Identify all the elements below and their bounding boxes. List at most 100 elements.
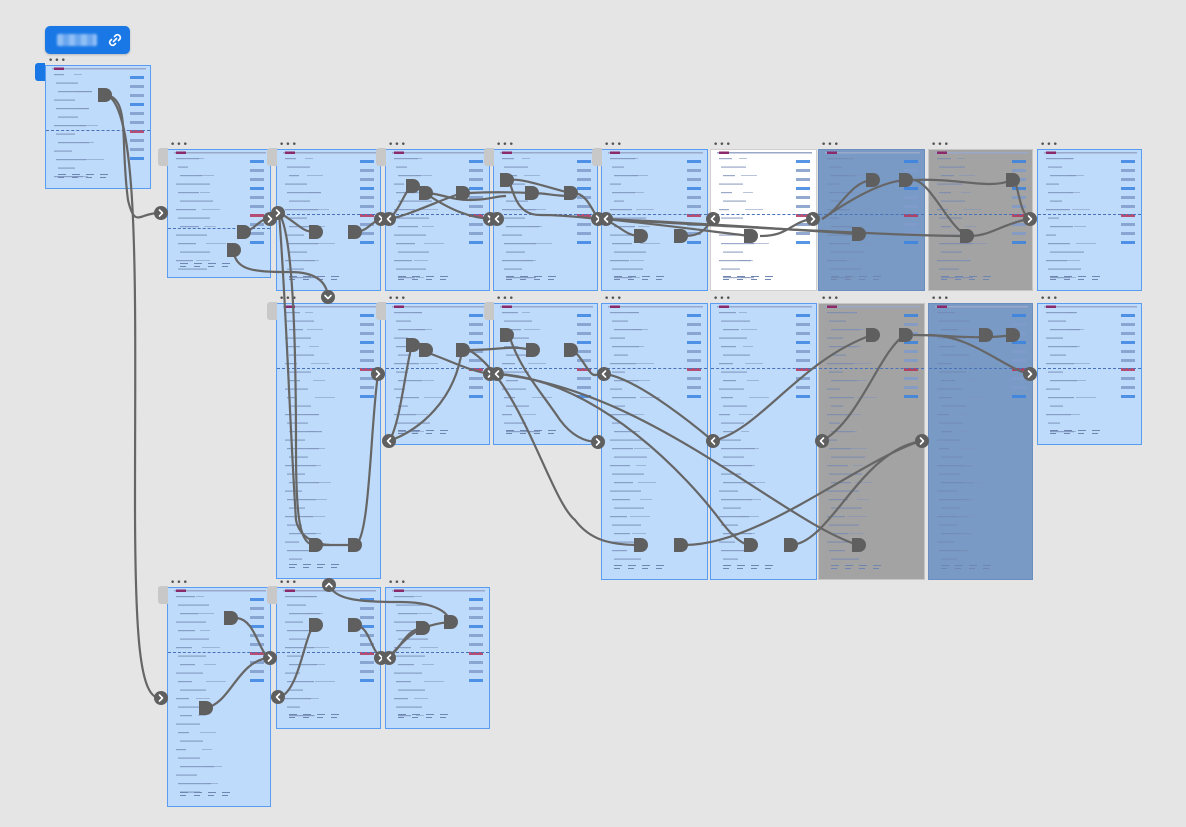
interaction-node[interactable] <box>237 225 251 239</box>
nav-arrow-right-icon[interactable] <box>915 434 929 448</box>
nav-arrow-right-icon[interactable] <box>271 206 285 220</box>
frame-menu-icon[interactable]: ••• <box>604 140 623 150</box>
frame-tab[interactable] <box>267 302 277 320</box>
interaction-node[interactable] <box>784 538 798 552</box>
frame-menu-icon[interactable]: ••• <box>496 294 515 304</box>
frame-menu-icon[interactable]: ••• <box>48 56 67 66</box>
nav-arrow-left-icon[interactable] <box>382 651 396 665</box>
interaction-node[interactable] <box>634 538 648 552</box>
screen-frame[interactable]: ••• <box>376 295 490 445</box>
frame-tab[interactable] <box>158 586 168 604</box>
nav-arrow-right-icon[interactable] <box>591 435 605 449</box>
screen-frame[interactable]: ••• <box>928 141 1033 291</box>
interaction-node[interactable] <box>406 179 420 193</box>
nav-arrow-down-icon[interactable] <box>321 290 335 304</box>
frame-tab[interactable] <box>592 148 602 166</box>
frame-menu-icon[interactable]: ••• <box>1040 294 1059 304</box>
link-icon[interactable] <box>105 30 125 50</box>
interaction-node[interactable] <box>1006 173 1020 187</box>
nav-arrow-right-icon[interactable] <box>154 691 168 705</box>
interaction-node[interactable] <box>634 229 648 243</box>
nav-arrow-left-icon[interactable] <box>382 434 396 448</box>
interaction-node[interactable] <box>500 173 514 187</box>
nav-arrow-right-icon[interactable] <box>1023 367 1037 381</box>
nav-arrow-left-icon[interactable] <box>382 212 396 226</box>
frame-tab[interactable] <box>484 148 494 166</box>
nav-arrow-right-icon[interactable] <box>1023 212 1037 226</box>
interaction-node[interactable] <box>456 343 470 357</box>
interaction-node[interactable] <box>309 225 323 239</box>
interaction-node[interactable] <box>526 343 540 357</box>
screen-frame[interactable]: ••• <box>592 141 708 291</box>
nav-arrow-up-icon[interactable] <box>322 578 336 592</box>
frame-menu-icon[interactable]: ••• <box>931 294 950 304</box>
nav-arrow-left-icon[interactable] <box>597 367 611 381</box>
interaction-node[interactable] <box>456 186 470 200</box>
interaction-node[interactable] <box>348 538 362 552</box>
interaction-node[interactable] <box>866 173 880 187</box>
frame-menu-icon[interactable]: ••• <box>713 140 732 150</box>
nav-arrow-right-icon[interactable] <box>263 651 277 665</box>
frame-menu-icon[interactable]: ••• <box>170 578 189 588</box>
screen-frame[interactable]: ••• <box>1037 141 1142 291</box>
interaction-node[interactable] <box>98 88 112 102</box>
frame-menu-icon[interactable]: ••• <box>388 140 407 150</box>
frame-menu-icon[interactable]: ••• <box>388 578 407 588</box>
frame-tab[interactable] <box>484 302 494 320</box>
frame-tab[interactable] <box>267 586 277 604</box>
frame-menu-icon[interactable]: ••• <box>279 578 298 588</box>
interaction-node[interactable] <box>979 328 993 342</box>
frame-menu-icon[interactable]: ••• <box>713 294 732 304</box>
screen-frame[interactable]: ••• <box>710 141 817 291</box>
interaction-node[interactable] <box>309 618 323 632</box>
interaction-node[interactable] <box>960 229 974 243</box>
nav-arrow-left-icon[interactable] <box>815 434 829 448</box>
interaction-node[interactable] <box>406 338 420 352</box>
screen-frame[interactable]: ••• <box>818 295 925 580</box>
screen-frame[interactable]: ••• <box>267 141 381 291</box>
frame-menu-icon[interactable]: ••• <box>170 140 189 150</box>
interaction-node[interactable] <box>866 328 880 342</box>
interaction-node[interactable] <box>348 618 362 632</box>
interaction-node[interactable] <box>224 611 238 625</box>
interaction-node[interactable] <box>744 538 758 552</box>
screen-frame[interactable]: ••• <box>818 141 925 291</box>
interaction-node[interactable] <box>416 621 430 635</box>
screen-frame[interactable]: ••• <box>601 295 708 580</box>
frame-menu-icon[interactable]: ••• <box>388 294 407 304</box>
frame-tab[interactable] <box>158 148 168 166</box>
interaction-node[interactable] <box>899 173 913 187</box>
interaction-node[interactable] <box>564 343 578 357</box>
nav-arrow-left-icon[interactable] <box>706 434 720 448</box>
interaction-node[interactable] <box>199 701 213 715</box>
start-frame-tab[interactable] <box>35 63 45 81</box>
screen-frame[interactable]: ••• <box>385 579 490 729</box>
screen-frame[interactable]: ••• <box>267 579 381 729</box>
nav-arrow-right-icon[interactable] <box>154 206 168 220</box>
frame-menu-icon[interactable]: ••• <box>604 294 623 304</box>
screen-frame[interactable]: ••• <box>1037 295 1142 445</box>
nav-arrow-right-icon[interactable] <box>371 367 385 381</box>
nav-arrow-left-icon[interactable] <box>599 212 613 226</box>
screen-frame[interactable]: ••• <box>710 295 817 580</box>
frame-menu-icon[interactable]: ••• <box>1040 140 1059 150</box>
interaction-node[interactable] <box>444 615 458 629</box>
screen-frame[interactable]: ••• <box>484 141 598 291</box>
nav-arrow-left-icon[interactable] <box>706 212 720 226</box>
interaction-node[interactable] <box>1006 328 1020 342</box>
interaction-node[interactable] <box>500 328 514 342</box>
nav-arrow-left-icon[interactable] <box>490 212 504 226</box>
nav-arrow-left-icon[interactable] <box>490 367 504 381</box>
project-toolbar[interactable] <box>45 26 130 54</box>
interaction-node[interactable] <box>899 328 913 342</box>
interaction-node[interactable] <box>348 225 362 239</box>
interaction-node[interactable] <box>525 186 539 200</box>
nav-arrow-left-icon[interactable] <box>271 690 285 704</box>
interaction-node[interactable] <box>674 229 688 243</box>
frame-tab[interactable] <box>376 302 386 320</box>
screen-frame[interactable]: ••• <box>376 141 490 291</box>
interaction-node[interactable] <box>852 227 866 241</box>
frame-menu-icon[interactable]: ••• <box>821 294 840 304</box>
frame-tab[interactable] <box>267 148 277 166</box>
